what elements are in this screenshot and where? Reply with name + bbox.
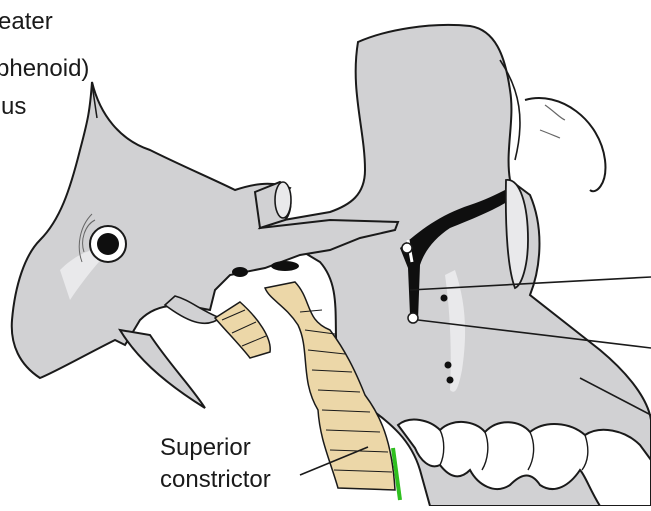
foramen-dot (445, 362, 452, 369)
foramen-center (97, 233, 119, 255)
label-constrictor: constrictor (160, 466, 271, 494)
label-us-partial: us (1, 93, 26, 121)
foramen-dot (441, 295, 448, 302)
foramen-dot (447, 377, 454, 384)
label-superior: Superior (160, 434, 251, 462)
canal-opening-lower (408, 313, 418, 323)
label-sphenoid-partial: phenoid) (0, 55, 89, 83)
foramen-slot (232, 267, 248, 277)
pterygoid-process-cap (275, 182, 291, 218)
pterygoid-hamulus (120, 330, 205, 408)
muscle-tab (215, 302, 270, 358)
foramen-slot (271, 261, 299, 271)
orbit-contour-inner (540, 105, 565, 138)
orbit-contour (525, 98, 605, 191)
label-greater-partial: eater (0, 8, 53, 36)
canal-opening-upper (402, 243, 412, 253)
